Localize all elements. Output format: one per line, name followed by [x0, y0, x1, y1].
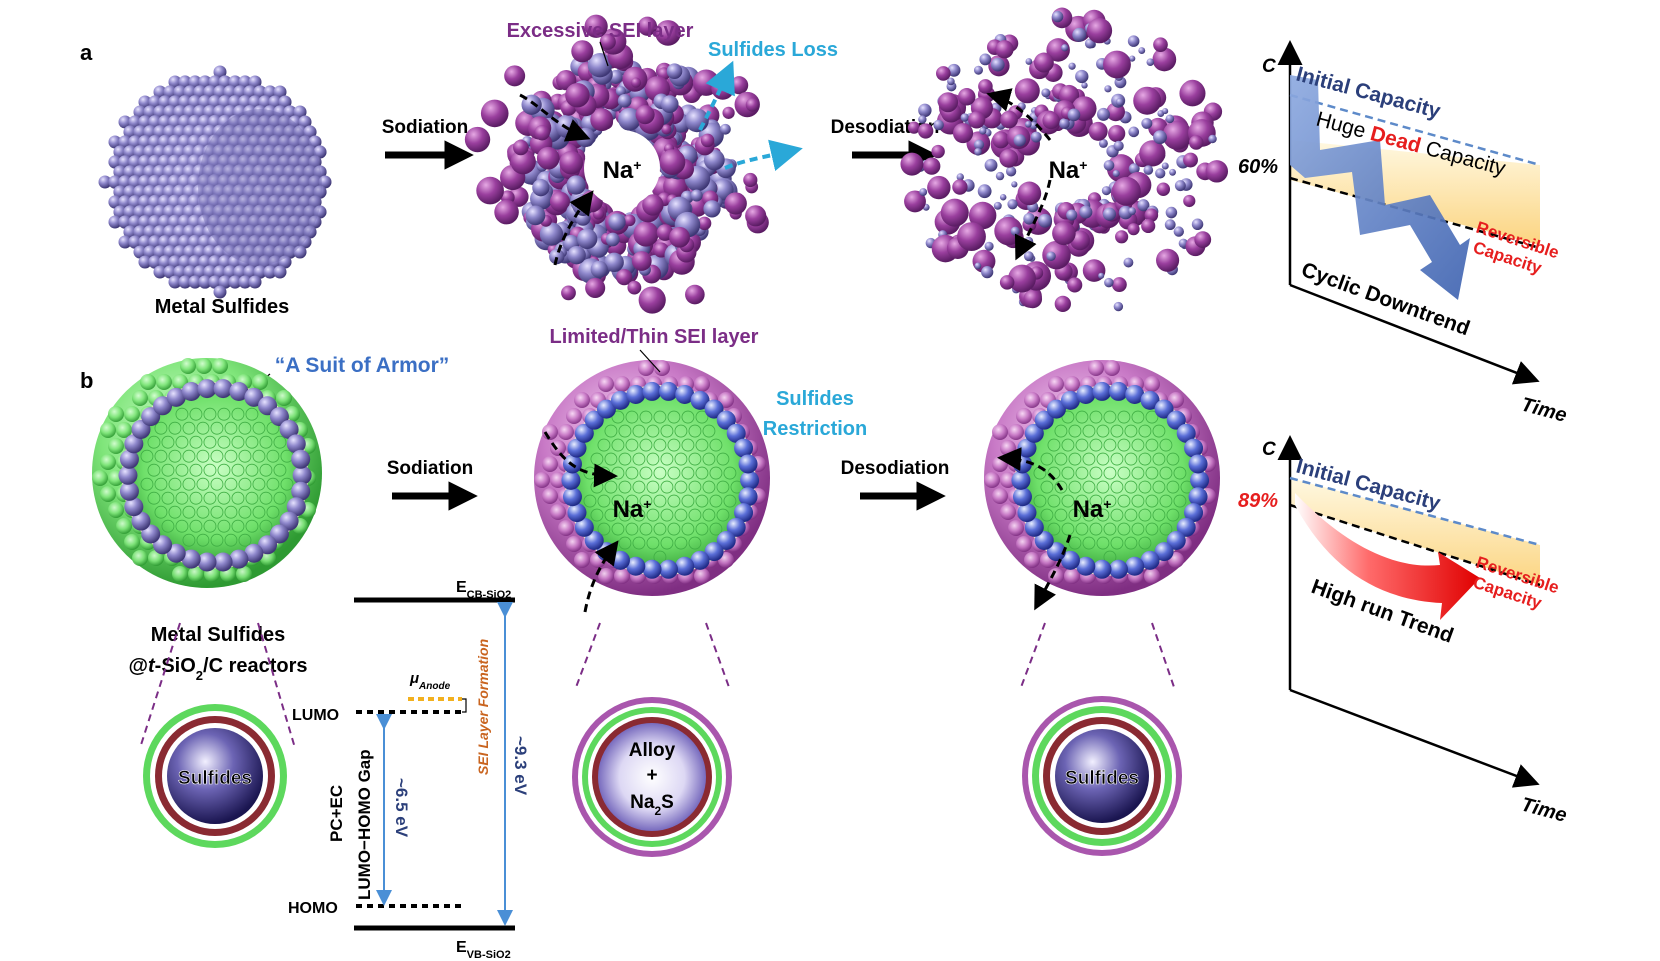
na-path-b3-1: [997, 447, 1064, 491]
graph-a-pct: 60%: [1238, 156, 1278, 178]
reactor-label-line2: @t-SiO2/C reactors: [128, 655, 307, 683]
panel-a-letter: a: [80, 40, 93, 65]
zoom-lines: [139, 622, 1176, 749]
na-path-b2-1: [543, 431, 618, 488]
pulverized-particle-a: [900, 7, 1229, 313]
sodiation-label-b: Sodiation: [387, 458, 474, 479]
initial-capacity-line-b: [1289, 476, 1541, 547]
desodiation-arrow-b: [860, 481, 946, 511]
armored-reactor-b1: [92, 358, 322, 588]
graph-b-x-axis: [1289, 688, 1540, 788]
na-ion-b2: Na+: [613, 496, 652, 523]
total-gap-value: ~9.3 eV: [511, 736, 530, 796]
graph-b-pct: 89%: [1238, 490, 1278, 512]
sulfides-loss-arrow-2: [724, 139, 803, 171]
sodiation-arrow-b: [392, 481, 478, 511]
gap-value: ~6.5 eV: [392, 778, 411, 838]
capacity-graph-a: C Initial Capacity 60% Huge Dead Capacit…: [1238, 40, 1569, 427]
core-label-mid-3: Na2S: [630, 792, 674, 818]
na-path-out-1: [986, 88, 1052, 141]
sulfides-loss-label: Sulfides Loss: [708, 39, 838, 61]
capacity-graph-b: C Initial Capacity 89% Reversible Capaci…: [1238, 435, 1569, 827]
homo-label: HOMO: [288, 900, 338, 917]
sei-pointer: [599, 41, 609, 67]
restriction-label-1: Sulfides: [776, 388, 854, 410]
core-shell-left: [143, 704, 287, 848]
na-ion-b3: Na+: [1073, 496, 1112, 523]
sodiated-reactor-b2: [534, 360, 770, 596]
na-path-in-1: [519, 93, 591, 142]
energy-level-diagram: ECB-SiO2 EVB-SiO2 LUMO HOMO μAnode PC+EC…: [288, 579, 530, 961]
sodiation-label-a: Sodiation: [382, 117, 469, 138]
na-path-b2-2: [583, 540, 619, 613]
core-label-right: Sulfides: [1065, 768, 1139, 789]
lumo-label: LUMO: [292, 707, 339, 724]
desodiated-reactor-b3: [984, 360, 1220, 596]
thin-sei-pointer: [639, 349, 661, 373]
desodiation-label-b: Desodiation: [841, 458, 950, 479]
na-ion-a3: Na+: [1049, 157, 1088, 184]
graph-b-time: Time: [1519, 794, 1569, 827]
graph-a-x-axis: [1289, 283, 1540, 385]
core-label-mid-2: +: [646, 765, 657, 786]
core-label-left: Sulfides: [178, 768, 252, 789]
thin-sei-label: Limited/Thin SEI layer: [550, 326, 759, 348]
electrolyte-label: PC+EC: [327, 785, 346, 842]
armor-label: “A Suit of Armor”: [275, 354, 450, 377]
ecb-label: ECB-SiO2: [456, 579, 511, 601]
graph-a-c-label: C: [1262, 56, 1276, 77]
metal-sulfide-sphere: [98, 65, 332, 299]
reversible-capacity-line-b: [1289, 503, 1541, 587]
cyclic-downtrend-arrow: [1290, 75, 1470, 300]
core-shell-middle: [572, 697, 732, 857]
core-shell-right: [1022, 696, 1182, 856]
high-run-trend-arrow: [1295, 493, 1480, 620]
sulfides-loss-arrow-1: [698, 60, 735, 131]
core-label-mid-1: Alloy: [629, 740, 676, 761]
gap-label: LUMO−HOMO Gap: [355, 749, 374, 900]
reversible-capacity-line-a: [1289, 176, 1541, 250]
restriction-label-2: Restriction: [763, 418, 867, 440]
reactor-label-line1: Metal Sulfides: [151, 624, 285, 646]
graph-b-c-label: C: [1262, 439, 1276, 460]
na-path-b3-2: [1034, 534, 1072, 611]
small-dead-band-b: [1290, 478, 1540, 585]
initial-capacity-line-a: [1289, 93, 1541, 167]
sei-formation-label: SEI Layer Formation: [475, 639, 491, 775]
na-path-in-2: [553, 190, 594, 266]
mu-bracket: [462, 698, 467, 713]
na-path-out-2: [1014, 179, 1052, 261]
na-ion-a2: Na+: [603, 157, 642, 184]
graph-a-time: Time: [1519, 394, 1569, 427]
mu-anode-label: μAnode: [409, 670, 451, 692]
sodiation-arrow-a: [385, 140, 474, 170]
excessive-sei-label: Excessive SEI layer: [507, 20, 694, 42]
metal-sulfides-label: Metal Sulfides: [155, 296, 289, 318]
panel-b-letter: b: [80, 368, 93, 393]
evb-label: EVB-SiO2: [456, 939, 511, 961]
